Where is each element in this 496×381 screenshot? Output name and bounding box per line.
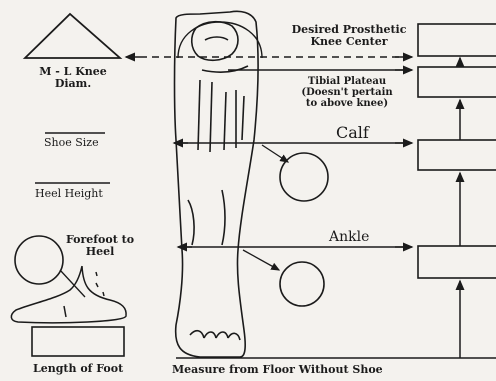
tibial-plateau-height-box: [418, 67, 496, 97]
ankle-label: Ankle: [329, 230, 369, 245]
knee-arc: [178, 22, 262, 58]
calf-label: Calf: [336, 124, 369, 141]
length-of-foot-label: Length of Foot: [33, 363, 123, 375]
calf-height-box: [418, 140, 496, 170]
ankle-height-box: [418, 246, 496, 278]
length-of-foot-box: [32, 327, 124, 356]
ankle-circumference-circle: [280, 262, 324, 306]
knee-center-height-box: [418, 24, 496, 56]
tibial-plateau-label: Tibial Plateau (Doesn't pertain to above…: [286, 76, 408, 109]
leg-front-view: [175, 11, 259, 357]
forefoot-to-heel-circle: [15, 236, 63, 284]
measure-from-floor-label: Measure from Floor Without Shoe: [172, 364, 383, 376]
ml-knee-diam-label: M - L Knee Diam.: [38, 66, 108, 90]
desired-knee-center-label: Desired Prosthetic Knee Center: [290, 24, 408, 48]
knee-width-triangle: [25, 14, 120, 58]
foot-side-view: [11, 266, 126, 323]
calf-circumference-circle: [280, 153, 328, 201]
heel-height-label: Heel Height: [35, 188, 103, 200]
shoe-size-label: Shoe Size: [44, 137, 99, 149]
forefoot-to-heel-label: Forefoot to Heel: [62, 234, 138, 258]
ankle-pointer: [243, 250, 279, 270]
calf-pointer: [262, 145, 288, 162]
